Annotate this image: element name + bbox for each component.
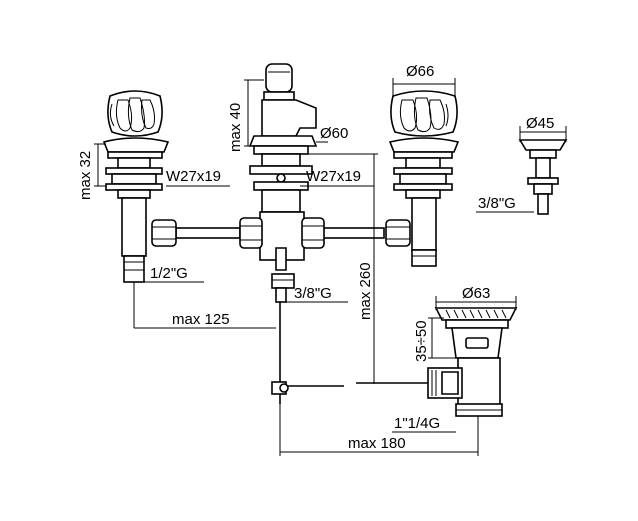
- left-handle-knob: [107, 90, 163, 137]
- label-d66: Ø66: [406, 63, 434, 80]
- waste-drain: [427, 307, 518, 417]
- label-g38-right: 3/8"G: [478, 195, 516, 212]
- right-handle-knob: [390, 90, 458, 137]
- label-max-125: max 125: [172, 311, 230, 328]
- label-d63: Ø63: [462, 285, 490, 302]
- label-g38-center: 3/8"G: [294, 285, 332, 302]
- connection-pipe: [151, 217, 411, 249]
- label-max-260: max 260: [357, 262, 374, 320]
- pipe-nut-right-2: [385, 219, 411, 247]
- dimension-lines: [94, 78, 567, 456]
- pipe-nut-right-1: [301, 217, 325, 249]
- popup-knob: [518, 139, 568, 215]
- label-35-50: 35÷50: [413, 320, 430, 362]
- popup-rod: [271, 302, 428, 404]
- label-max-180: max 180: [348, 435, 406, 452]
- pipe-nut-left-1: [151, 219, 177, 247]
- label-max-32: max 32: [77, 151, 94, 200]
- left-valve: [102, 90, 170, 283]
- label-max-40: max 40: [227, 103, 244, 152]
- right-valve: [388, 90, 460, 267]
- center-spout: [248, 63, 318, 303]
- label-d60: Ø60: [320, 125, 348, 142]
- label-w27-left: W27x19: [166, 168, 221, 185]
- dimension-labels: max 32 max 40 Ø66 Ø60 Ø45 W27x19 W27x19 …: [77, 63, 554, 452]
- label-g12: 1/2"G: [150, 265, 188, 282]
- label-w27-center: W27x19: [306, 168, 361, 185]
- drain-grid: [445, 309, 507, 319]
- label-g114: 1"1/4G: [394, 415, 440, 432]
- label-d45: Ø45: [526, 115, 554, 132]
- pipe-nut-left-2: [239, 217, 263, 249]
